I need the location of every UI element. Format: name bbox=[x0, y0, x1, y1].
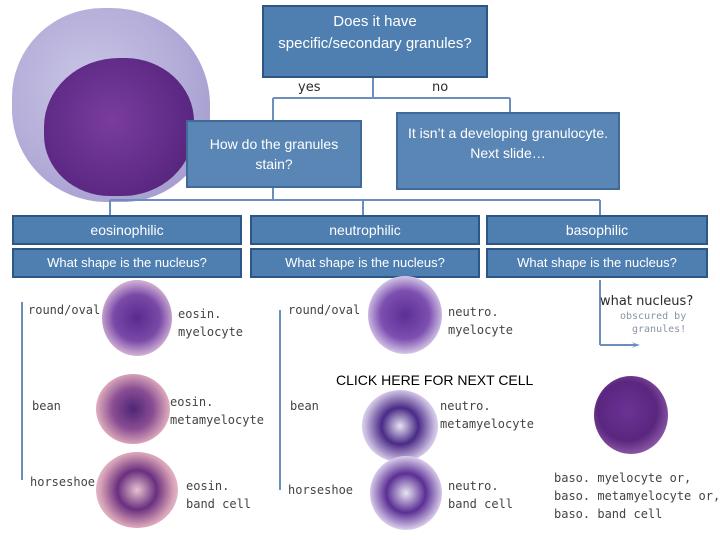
large-cell-nucleus bbox=[44, 58, 194, 196]
next-cell-link[interactable]: CLICK HERE FOR NEXT CELL bbox=[336, 372, 534, 388]
eos-myelocyte-image bbox=[102, 280, 172, 356]
no-result-text: It isn’t a developing granulocyte. Next … bbox=[407, 125, 608, 161]
eos-band-cell-image bbox=[96, 452, 178, 528]
eos-name-round-1: eosin. bbox=[178, 307, 222, 321]
neu-metamyelocyte-image bbox=[362, 390, 438, 462]
eos-name-horseshoe-2: band cell bbox=[186, 497, 252, 511]
eos-name-bean-1: eosin. bbox=[170, 395, 214, 409]
baso-note-1: obscured by bbox=[620, 311, 687, 322]
nucleus-question-baso: What shape is the nucleus? bbox=[486, 248, 708, 278]
neu-name-bean-1: neutro. bbox=[440, 399, 491, 413]
eos-name-bean-2: metamyelocyte bbox=[170, 413, 264, 427]
category-eosinophilic: eosinophilic bbox=[12, 215, 242, 245]
neu-name-round-2: myelocyte bbox=[448, 323, 514, 337]
neu-name-horseshoe-2: band cell bbox=[448, 497, 514, 511]
top-question-box: Does it have specific/secondary granules… bbox=[262, 5, 488, 78]
eos-metamyelocyte-image bbox=[96, 374, 170, 444]
nucleus-question-text: What shape is the nucleus? bbox=[517, 255, 677, 270]
category-label: eosinophilic bbox=[90, 222, 164, 238]
baso-note-2: granules! bbox=[632, 324, 687, 335]
nucleus-question-neu: What shape is the nucleus? bbox=[250, 248, 480, 278]
nucleus-question-text: What shape is the nucleus? bbox=[285, 255, 445, 270]
top-question-text: Does it have specific/secondary granules… bbox=[278, 13, 472, 52]
stain-question-box: How do the granules stain? bbox=[186, 120, 362, 188]
eos-shape-round: round/oval bbox=[28, 303, 101, 317]
baso-result-1: baso. myelocyte or, bbox=[554, 471, 692, 485]
stain-question-text: How do the granules stain? bbox=[209, 136, 339, 172]
neu-name-round-1: neutro. bbox=[448, 305, 499, 319]
eos-name-horseshoe-1: eosin. bbox=[186, 479, 230, 493]
baso-question: what nucleus? bbox=[600, 294, 694, 309]
eos-shape-horseshoe: horseshoe bbox=[30, 475, 96, 489]
large-cell-image bbox=[6, 8, 216, 204]
category-basophilic: basophilic bbox=[486, 215, 708, 245]
category-label: neutrophilic bbox=[329, 222, 401, 238]
eos-shape-bean: bean bbox=[32, 399, 61, 413]
arrow-icon bbox=[631, 342, 640, 348]
eos-name-round-2: myelocyte bbox=[178, 325, 244, 339]
neu-myelocyte-image bbox=[368, 276, 442, 354]
neu-shape-horseshoe: horseshoe bbox=[288, 483, 354, 497]
no-result-box[interactable]: It isn’t a developing granulocyte. Next … bbox=[396, 112, 620, 190]
neu-name-horseshoe-1: neutro. bbox=[448, 479, 499, 493]
branch-no: no bbox=[432, 80, 449, 95]
nucleus-question-text: What shape is the nucleus? bbox=[47, 255, 207, 270]
baso-result-2: baso. metamyelocyte or, bbox=[554, 489, 720, 503]
neu-shape-round: round/oval bbox=[288, 303, 361, 317]
baso-cell-image bbox=[594, 376, 668, 454]
category-neutrophilic: neutrophilic bbox=[250, 215, 480, 245]
neu-shape-bean: bean bbox=[290, 399, 319, 413]
category-label: basophilic bbox=[565, 222, 629, 238]
neu-name-bean-2: metamyelocyte bbox=[440, 417, 534, 431]
baso-result-3: baso. band cell bbox=[554, 507, 663, 521]
neu-band-cell-image bbox=[370, 456, 442, 530]
nucleus-question-eos: What shape is the nucleus? bbox=[12, 248, 242, 278]
branch-yes: yes bbox=[298, 80, 321, 95]
